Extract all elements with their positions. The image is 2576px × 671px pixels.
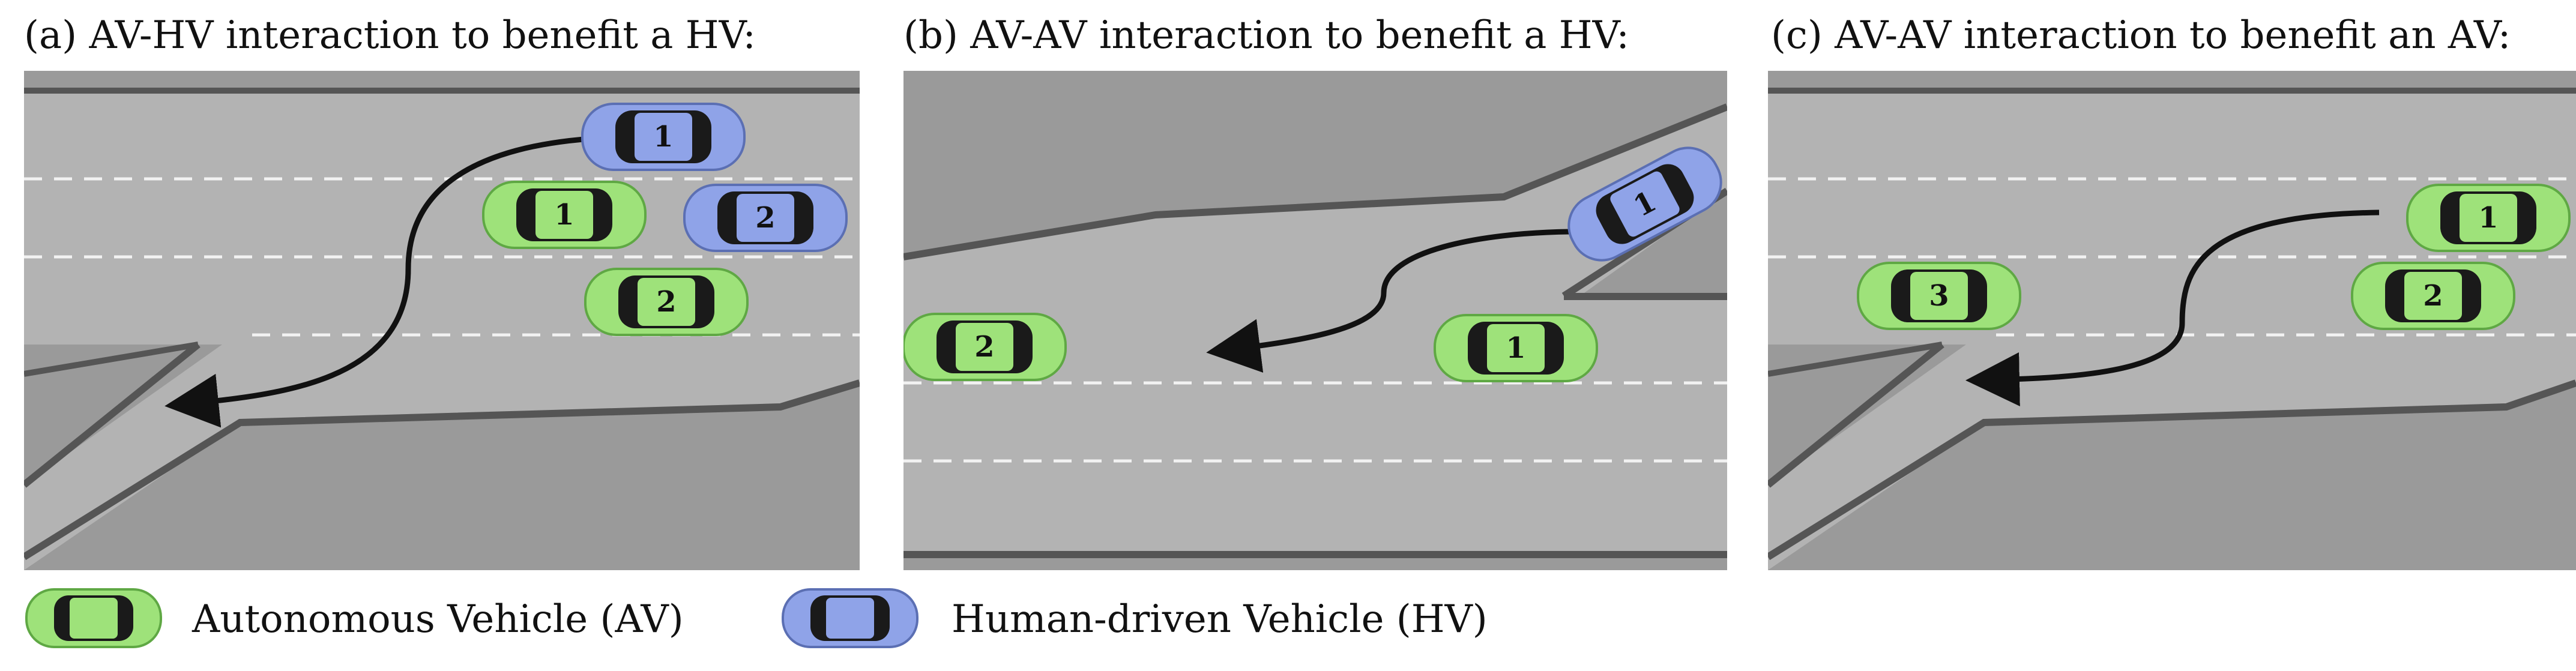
panel-b: 1 2 1 [903, 71, 1727, 570]
trajectory-arrow [1206, 229, 1570, 373]
legend-hv-icon [780, 585, 920, 651]
vehicle-label: 1 [2478, 201, 2498, 235]
vehicle-label: 1 [1506, 331, 1525, 365]
barrier [24, 379, 860, 561]
vehicle-hv: 1 [1567, 146, 1722, 262]
barrier [24, 342, 201, 488]
on-ramp [903, 107, 1727, 299]
panel-c: 1 3 2 [1768, 71, 2576, 570]
trajectory-arrow [164, 134, 643, 428]
vehicle-hv: 2 [683, 184, 848, 252]
vehicle-av: 1 [1434, 314, 1598, 382]
vehicle-label: 1 [653, 120, 673, 154]
barrier [1768, 379, 2576, 561]
vehicle-av: 2 [903, 313, 1067, 381]
barrier [24, 88, 860, 94]
barrier [1564, 293, 1727, 300]
panel-c-title: (c) AV-AV interaction to benefit an AV: [1771, 13, 2511, 58]
vehicle-av: 1 [2406, 184, 2571, 252]
vehicle-av: 2 [2351, 262, 2515, 330]
barrier [24, 342, 199, 377]
legend-av-icon [24, 585, 163, 651]
vehicle-label: 2 [974, 330, 994, 364]
vehicle-label: 2 [656, 285, 676, 319]
vehicle-label: 2 [755, 201, 775, 235]
vehicle-av: 1 [482, 181, 647, 249]
barrier [1768, 342, 1943, 377]
vehicle-label: 1 [554, 198, 574, 232]
barrier [903, 103, 1727, 260]
vehicle-av: 3 [1857, 262, 2021, 330]
vehicle-label: 2 [2423, 279, 2443, 313]
barrier [903, 551, 1727, 558]
vehicle-av: 2 [584, 268, 749, 336]
panel-a: 1 1 2 2 [24, 71, 860, 570]
legend-hv-label: Human-driven Vehicle (HV) [952, 597, 1488, 642]
trajectory-arrow [1965, 209, 2380, 406]
vehicle-hv: 1 [581, 103, 746, 171]
barrier [1768, 342, 1944, 488]
legend-av-label: Autonomous Vehicle (AV) [192, 597, 684, 642]
panel-a-title: (a) AV-HV interaction to benefit a HV: [24, 13, 756, 58]
barrier [1768, 88, 2576, 94]
vehicle-label: 3 [1929, 279, 1949, 313]
panel-b-title: (b) AV-AV interaction to benefit a HV: [903, 13, 1629, 58]
